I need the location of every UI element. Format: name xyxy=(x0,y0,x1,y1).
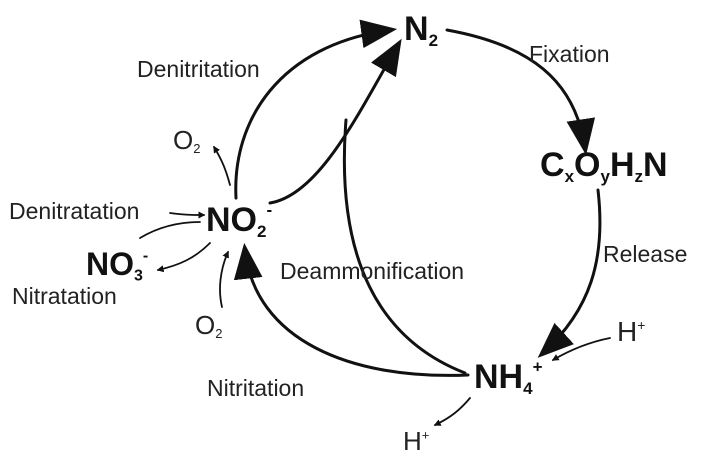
arrow-nitratation xyxy=(156,242,211,273)
arrow-fixation xyxy=(445,28,596,156)
label-deammonification: Deammonification xyxy=(280,258,465,284)
arrow-denitratation xyxy=(169,211,206,219)
species-organic-nitrogen: CxOyHzN xyxy=(540,146,668,186)
species-n2: N2 xyxy=(404,10,439,50)
label-release: Release xyxy=(603,241,688,267)
arrow-h-out xyxy=(433,397,471,426)
species-nitrite: NO2- xyxy=(206,200,273,241)
arrow-deammonification-to-n2 xyxy=(268,38,402,205)
label-fixation: Fixation xyxy=(529,41,610,67)
species-proton-bottom: H+ xyxy=(403,426,430,456)
species-oxygen-bottom: O2 xyxy=(195,310,223,341)
arrow-o2-out xyxy=(213,145,231,186)
species-nitrate: NO3- xyxy=(86,246,149,285)
arrow-h-in xyxy=(551,337,611,361)
arrow-no3-input xyxy=(139,221,201,239)
arrow-release xyxy=(537,188,602,358)
arrow-o2-in xyxy=(219,250,229,308)
arrow-nitritation xyxy=(233,242,470,377)
species-ammonium: NH4+ xyxy=(474,357,543,398)
label-denitratation: Denitratation xyxy=(9,198,140,224)
label-denitritation: Denitritation xyxy=(137,56,260,82)
label-nitritation: Nitritation xyxy=(207,375,305,401)
species-oxygen-top: O2 xyxy=(173,125,201,156)
species-proton-right: H+ xyxy=(617,316,646,347)
arrow-denitritation xyxy=(234,19,398,200)
arrow-deammonification-from-nh4 xyxy=(342,118,467,375)
label-nitratation: Nitratation xyxy=(12,283,117,309)
